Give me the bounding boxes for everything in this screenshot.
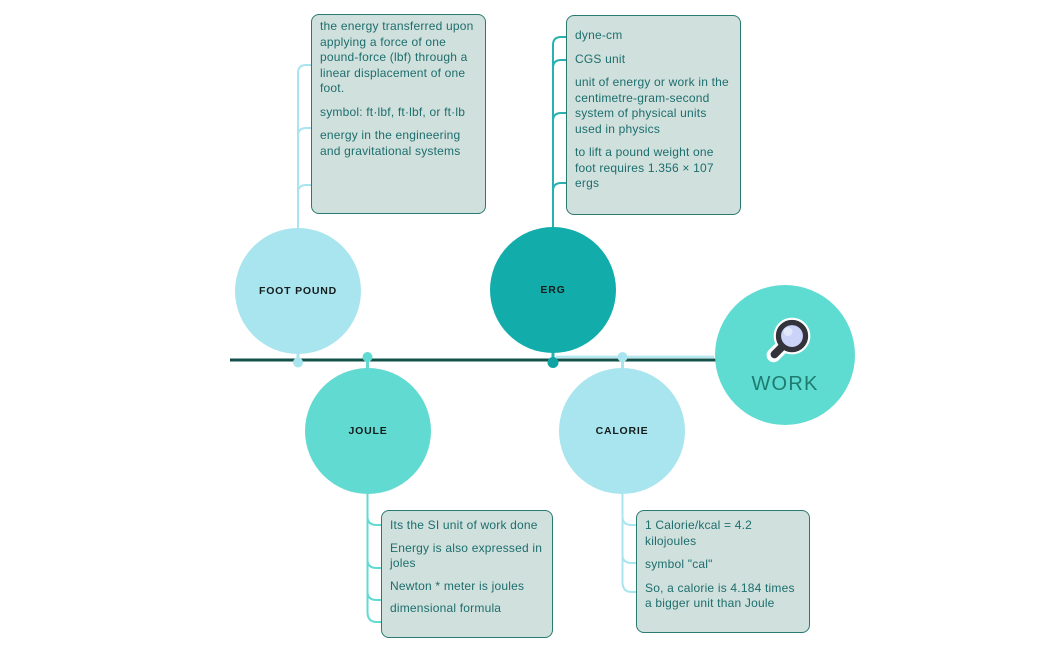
junction-dot-joule xyxy=(362,352,373,362)
detail-item[interactable]: Its the SI unit of work done xyxy=(390,518,538,532)
node-label: CALORIE xyxy=(595,425,649,437)
detail-item[interactable]: unit of energy or work in the centimetre… xyxy=(575,75,729,136)
detail-box-erg[interactable]: dyne-cm CGS unit unit of energy or work … xyxy=(566,15,741,215)
detail-box-foot-pound[interactable]: the energy transferred upon applying a f… xyxy=(311,14,486,214)
detail-item[interactable]: dimensional formula xyxy=(390,601,502,615)
center-node-work[interactable]: WORK xyxy=(715,285,855,425)
detail-item[interactable]: 1 Calorie/kcal = 4.2 kilojoules xyxy=(645,518,753,548)
magnifying-glass-icon xyxy=(766,317,811,362)
detail-item[interactable]: to lift a pound weight one foot requires… xyxy=(575,145,714,190)
detail-item[interactable]: Energy is also expressed in joles xyxy=(390,540,543,571)
node-label: ERG xyxy=(540,284,566,296)
detail-item[interactable]: symbol: ft·lbf, ft·lbf, or ft·lb xyxy=(320,104,466,119)
work-label: WORK xyxy=(751,372,819,395)
detail-item[interactable]: So, a calorie is 4.184 times a bigger un… xyxy=(645,580,795,611)
detail-item[interactable]: symbol "cal" xyxy=(645,557,713,571)
node-joule[interactable]: JOULE xyxy=(305,368,431,494)
junction-dot-erg xyxy=(547,357,559,368)
junction-dot-calorie xyxy=(617,352,628,362)
junction-dot-foot-pound xyxy=(293,357,303,368)
connector-joule xyxy=(366,361,382,623)
detail-item[interactable]: CGS unit xyxy=(575,51,626,66)
node-erg[interactable]: ERG xyxy=(490,227,616,353)
detail-item[interactable]: the energy transferred upon applying a f… xyxy=(320,19,474,95)
node-label: FOOT POUND xyxy=(259,285,337,297)
detail-box-joule[interactable]: Its the SI unit of work done Energy is a… xyxy=(381,510,553,638)
detail-box-calorie[interactable]: 1 Calorie/kcal = 4.2 kilojoules symbol "… xyxy=(636,510,810,633)
detail-item[interactable]: Newton * meter is joules xyxy=(390,578,525,593)
detail-item[interactable]: energy in the engineering and gravitatio… xyxy=(320,128,461,158)
node-calorie[interactable]: CALORIE xyxy=(559,368,685,494)
node-foot-pound[interactable]: FOOT POUND xyxy=(235,228,361,354)
node-label: JOULE xyxy=(348,425,388,437)
detail-item[interactable]: dyne-cm xyxy=(575,28,623,42)
